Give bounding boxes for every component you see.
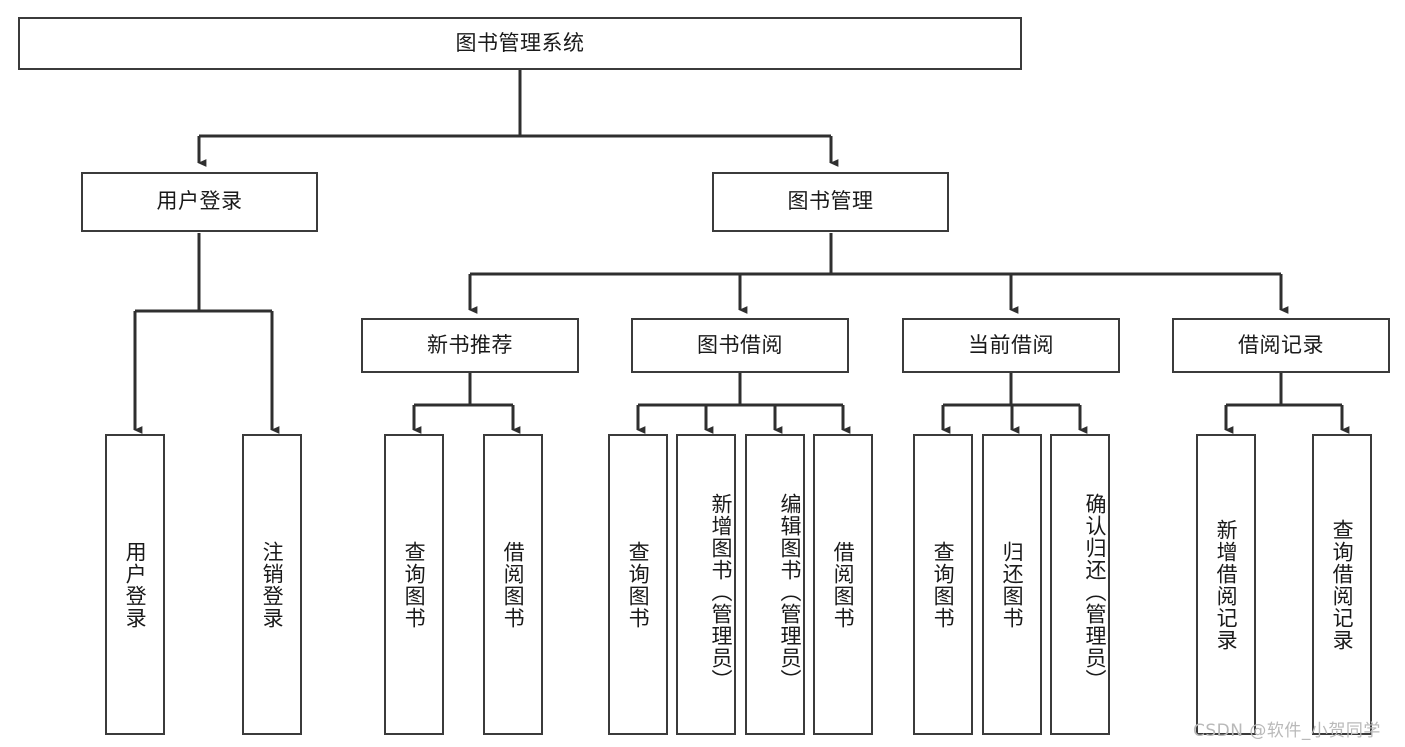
leaf-query-book-recommend[interactable]: 查询图书 <box>384 434 444 735</box>
node-book-borrow[interactable]: 图书借阅 <box>631 318 849 373</box>
leaf-logout-login[interactable]: 注销登录 <box>242 434 302 735</box>
node-borrow-record[interactable]: 借阅记录 <box>1172 318 1390 373</box>
leaf-edit-book-admin[interactable]: 编辑图书（管理员） <box>745 434 805 735</box>
leaf-add-book-admin[interactable]: 新增图书（管理员） <box>676 434 736 735</box>
leaf-query-book-current[interactable]: 查询图书 <box>913 434 973 735</box>
node-root-system[interactable]: 图书管理系统 <box>18 17 1022 70</box>
leaf-return-book[interactable]: 归还图书 <box>982 434 1042 735</box>
node-current-borrow[interactable]: 当前借阅 <box>902 318 1120 373</box>
leaf-user-login[interactable]: 用户登录 <box>105 434 165 735</box>
node-book-management[interactable]: 图书管理 <box>712 172 949 232</box>
leaf-query-borrow-record[interactable]: 查询借阅记录 <box>1312 434 1372 735</box>
leaf-query-book-borrow[interactable]: 查询图书 <box>608 434 668 735</box>
node-new-book-recommend[interactable]: 新书推荐 <box>361 318 579 373</box>
leaf-borrow-book-recommend[interactable]: 借阅图书 <box>483 434 543 735</box>
leaf-confirm-return-admin[interactable]: 确认归还（管理员） <box>1050 434 1110 735</box>
leaf-borrow-book-borrow[interactable]: 借阅图书 <box>813 434 873 735</box>
node-user-login[interactable]: 用户登录 <box>81 172 318 232</box>
leaf-add-borrow-record[interactable]: 新增借阅记录 <box>1196 434 1256 735</box>
